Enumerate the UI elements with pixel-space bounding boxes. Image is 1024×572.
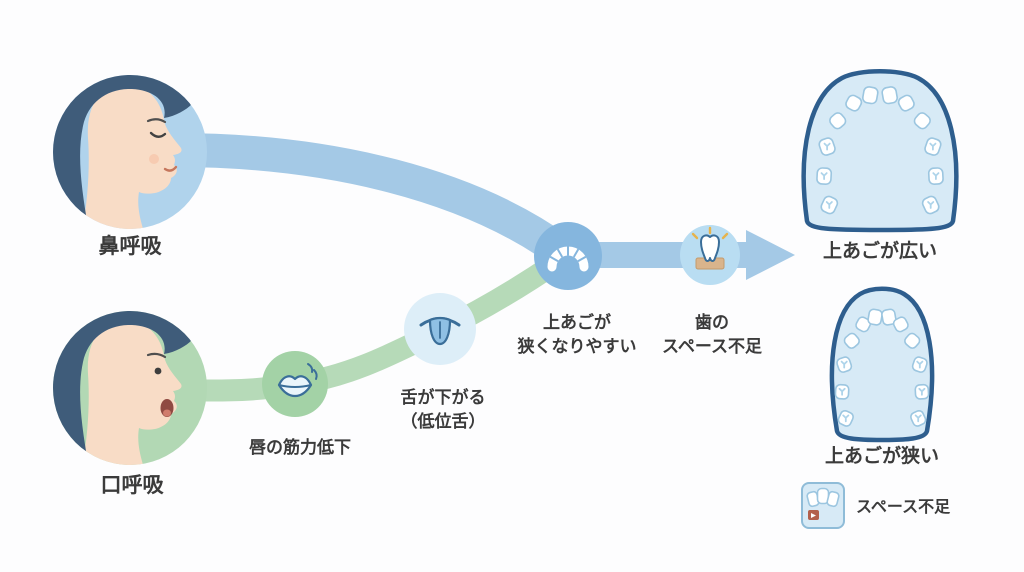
wide-jaw-outline (801, 69, 959, 233)
tooth-shape (904, 332, 921, 349)
smile-mouth (163, 165, 178, 172)
nasal-flow-ribbon (158, 133, 579, 269)
eyebrow (146, 352, 167, 359)
tooth-shape (897, 94, 915, 112)
mouth-breathing-label: 口呼吸 (101, 473, 165, 497)
wide-jaw-teeth (816, 86, 944, 215)
dental-arch-icon (547, 246, 589, 272)
low-tongue-icon (419, 316, 461, 346)
narrow-jaw-teeth (834, 308, 930, 427)
tooth-shape (881, 308, 897, 326)
arch-step-label-line1: 上あごが (543, 312, 611, 333)
tooth-shape (843, 332, 860, 349)
arch-node (534, 222, 602, 290)
molar-mark (840, 360, 848, 369)
result-arrow-head (746, 230, 795, 280)
crowded-teeth-icon (801, 482, 845, 529)
molar-mark (914, 414, 922, 423)
wide-jaw-label: 上あごが広い (823, 239, 937, 262)
face-profile-closed-mouth-icon (53, 75, 192, 229)
molar-mark (838, 387, 846, 396)
tooth-shape (881, 86, 898, 105)
tooth-shape (867, 308, 883, 326)
face-skin (82, 318, 182, 465)
tooth-step-label-line1: 歯の (695, 313, 729, 333)
eyebrow (146, 118, 167, 124)
tooth-shape (892, 316, 909, 333)
arch-node-circle (534, 222, 602, 290)
narrow-jaw-label: 上あごが狭い (825, 444, 939, 467)
molar-mark (932, 172, 940, 181)
upper-jaw-narrow-illustration (829, 286, 935, 443)
tongue-node (404, 293, 476, 365)
molar-mark (825, 201, 833, 209)
face-profile-open-mouth-icon (53, 311, 192, 465)
weakness-motion-lines (307, 363, 318, 380)
blush (149, 154, 159, 164)
legend (801, 482, 845, 529)
legend-label: スペース不足 (856, 497, 951, 516)
lips-node (262, 351, 328, 417)
molar-mark (929, 142, 937, 151)
molar-mark (916, 360, 924, 369)
mouth-flow-ribbon (164, 249, 571, 402)
pressure-sparkles (691, 226, 729, 240)
molar-mark (842, 414, 850, 423)
tooth-shape (829, 112, 847, 130)
tooth-step-label-line2: スペース不足 (662, 337, 762, 357)
nasal-breathing-label: 鼻呼吸 (99, 234, 163, 258)
tooth-shape (826, 490, 840, 508)
tooth-shape (862, 86, 879, 105)
molar-mark (927, 201, 935, 209)
marker-arrow (811, 513, 816, 518)
mouth-tongue (163, 409, 171, 417)
lips-step-label: 唇の筋力低下 (249, 437, 351, 458)
molar-mark (823, 142, 831, 151)
tooth-shape (855, 316, 872, 333)
lips-icon (277, 363, 318, 398)
hair (53, 311, 192, 465)
closed-eye (149, 131, 167, 138)
tooth-shape (845, 94, 863, 112)
molar-mark (820, 172, 828, 181)
nasal-breathing-face (53, 75, 207, 229)
open-eye (154, 367, 162, 375)
mouth-breathing-face (53, 311, 207, 465)
tooth-crowding-icon (691, 226, 729, 270)
hair (53, 75, 192, 229)
tooth-shape (913, 112, 931, 130)
upper-jaw-wide-illustration (801, 69, 959, 233)
tongue-step-label-line2: （低位舌） (401, 411, 486, 432)
tooth-node (680, 225, 740, 285)
arch-step-label-line2: 狭くなりやすい (517, 336, 637, 357)
tongue-step-label-line1: 舌が下がる (401, 387, 486, 408)
molar-mark (918, 387, 926, 396)
